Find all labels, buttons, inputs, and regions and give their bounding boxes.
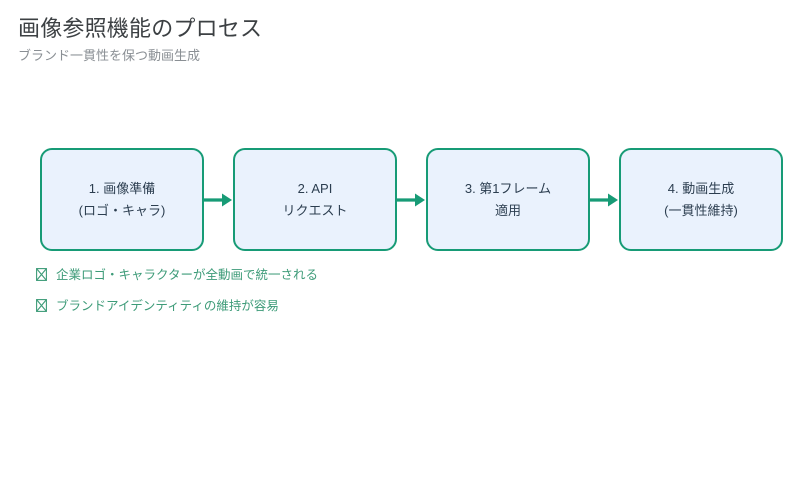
process-node-2-line2: リクエスト [282, 202, 348, 218]
process-node-1-line2: (ロゴ・キャラ) [78, 202, 166, 218]
process-node-3[interactable]: 3. 第1フレーム 適用 [426, 148, 590, 251]
arrow-right-icon-3 [590, 189, 619, 211]
arrow-right-icon-1 [204, 189, 233, 211]
process-node-3-line2: 適用 [494, 202, 521, 218]
process-node-4-line1: 4. 動画生成 [667, 180, 735, 196]
missing-glyph-box-icon [36, 299, 50, 313]
benefits-list: 企業ロゴ・キャラクターが全動画で統一される ブランドアイデンティティの維持が容易 [36, 266, 636, 328]
process-node-1[interactable]: 1. 画像準備 (ロゴ・キャラ) [40, 148, 204, 251]
process-node-4-line2: (一貫性維持) [664, 202, 738, 218]
benefit-text: 企業ロゴ・キャラクターが全動画で統一される [56, 268, 319, 282]
page-subtitle: ブランド一貫性を保つ動画生成 [18, 48, 201, 63]
process-flow: 1. 画像準備 (ロゴ・キャラ) 2. API リクエスト 3. 第1フレーム … [40, 148, 783, 251]
process-node-1-line1: 1. 画像準備 [88, 180, 156, 196]
page-title: 画像参照機能のプロセス [18, 16, 263, 41]
benefit-text: ブランドアイデンティティの維持が容易 [56, 299, 279, 313]
process-node-2-line1: 2. API [297, 180, 333, 196]
process-node-2[interactable]: 2. API リクエスト [233, 148, 397, 251]
benefit-item: 企業ロゴ・キャラクターが全動画で統一される [36, 266, 636, 288]
arrow-right-icon-2 [397, 189, 426, 211]
benefit-item: ブランドアイデンティティの維持が容易 [36, 297, 636, 319]
process-node-4[interactable]: 4. 動画生成 (一貫性維持) [619, 148, 783, 251]
process-node-3-line1: 3. 第1フレーム [464, 180, 552, 196]
missing-glyph-box-icon [36, 268, 50, 282]
header: 画像参照機能のプロセス ブランド一貫性を保つ動画生成 [18, 14, 778, 65]
